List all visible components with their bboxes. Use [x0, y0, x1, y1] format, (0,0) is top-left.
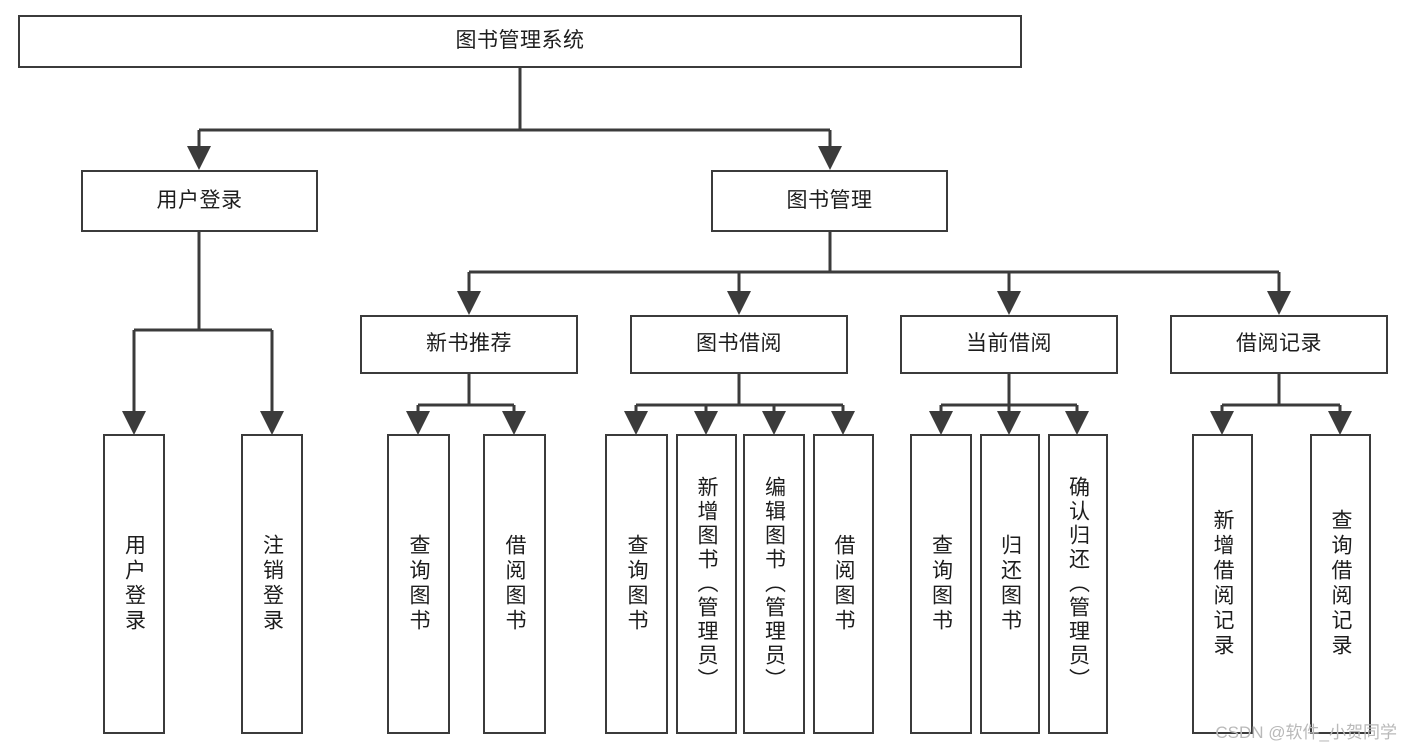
node-leaf-edit-book-admin-label: 编辑图书（管理员） — [762, 476, 786, 692]
node-root[interactable]: 图书管理系统 — [18, 15, 1022, 68]
node-leaf-newbook-borrow-book-label: 借阅图书 — [503, 534, 526, 634]
node-leaf-query-borrow-record[interactable]: 查询借阅记录 — [1310, 434, 1371, 734]
node-leaf-borrow-book[interactable]: 借阅图书 — [813, 434, 874, 734]
node-new-book-recommend-label: 新书推荐 — [426, 332, 512, 356]
node-current-borrow-label: 当前借阅 — [966, 332, 1052, 356]
node-leaf-logout-label: 注销登录 — [260, 534, 284, 634]
node-leaf-user-login-label: 用户登录 — [122, 534, 146, 634]
node-current-borrow[interactable]: 当前借阅 — [900, 315, 1118, 374]
node-leaf-query-borrow-record-label: 查询借阅记录 — [1329, 509, 1352, 659]
node-user-login-label: 用户登录 — [156, 188, 243, 212]
node-book-borrow[interactable]: 图书借阅 — [630, 315, 848, 374]
node-leaf-add-borrow-record-label: 新增借阅记录 — [1211, 509, 1234, 659]
watermark: CSDN @软件_小贺同学 — [1215, 723, 1397, 742]
node-leaf-newbook-query-book-label: 查询图书 — [407, 534, 430, 634]
node-new-book-recommend[interactable]: 新书推荐 — [360, 315, 578, 374]
node-book-management[interactable]: 图书管理 — [711, 170, 948, 232]
node-book-borrow-label: 图书借阅 — [696, 332, 782, 356]
node-book-management-label: 图书管理 — [786, 188, 873, 212]
node-leaf-return-book-label: 归还图书 — [998, 534, 1022, 634]
node-leaf-confirm-return-admin-label: 确认归还（管理员） — [1066, 476, 1090, 692]
node-leaf-add-borrow-record[interactable]: 新增借阅记录 — [1192, 434, 1253, 734]
node-user-login[interactable]: 用户登录 — [81, 170, 318, 232]
node-leaf-add-book-admin[interactable]: 新增图书（管理员） — [676, 434, 737, 734]
node-leaf-borrow-book-label: 借阅图书 — [832, 534, 855, 634]
node-leaf-add-book-admin-label: 新增图书（管理员） — [695, 476, 718, 692]
node-leaf-current-query-book[interactable]: 查询图书 — [910, 434, 972, 734]
node-borrow-record[interactable]: 借阅记录 — [1170, 315, 1388, 374]
node-leaf-logout[interactable]: 注销登录 — [241, 434, 303, 734]
node-root-label: 图书管理系统 — [455, 29, 585, 53]
node-leaf-borrow-query-book-label: 查询图书 — [625, 534, 648, 634]
node-leaf-return-book[interactable]: 归还图书 — [980, 434, 1040, 734]
node-borrow-record-label: 借阅记录 — [1236, 332, 1322, 356]
node-leaf-newbook-borrow-book[interactable]: 借阅图书 — [483, 434, 546, 734]
node-leaf-current-query-book-label: 查询图书 — [929, 534, 953, 634]
node-leaf-confirm-return-admin[interactable]: 确认归还（管理员） — [1048, 434, 1108, 734]
node-leaf-edit-book-admin[interactable]: 编辑图书（管理员） — [743, 434, 805, 734]
node-leaf-user-login[interactable]: 用户登录 — [103, 434, 165, 734]
node-leaf-borrow-query-book[interactable]: 查询图书 — [605, 434, 668, 734]
node-leaf-newbook-query-book[interactable]: 查询图书 — [387, 434, 450, 734]
